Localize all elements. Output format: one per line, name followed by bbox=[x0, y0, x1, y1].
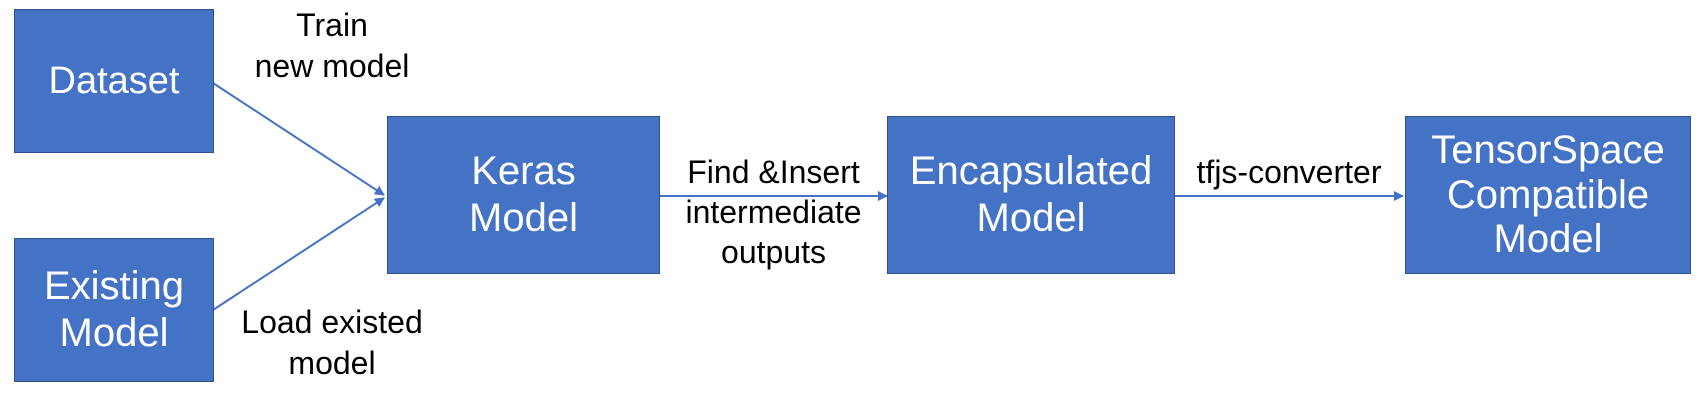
converter-label-line-1: tfjs-converter bbox=[1196, 154, 1382, 190]
load-label-line-1: Load existed bbox=[241, 304, 423, 340]
keras-model-label-line-2: Model bbox=[469, 196, 578, 240]
encapsulated-model-box: Encapsulated Model bbox=[887, 116, 1175, 274]
find-insert-label-line-2: intermediate bbox=[685, 194, 862, 230]
arrow-dataset-to-keras bbox=[212, 82, 385, 196]
tensorspace-model-label-line-2: Compatible bbox=[1446, 172, 1650, 217]
arrow-existing-to-keras bbox=[212, 197, 385, 311]
existing-model-label-line-1: Existing bbox=[43, 263, 185, 308]
existing-model-box: Existing Model bbox=[14, 238, 214, 382]
tensorspace-model-label-line-1: TensorSpace bbox=[1431, 127, 1665, 172]
tensorspace-model-label-line-3: Model bbox=[1493, 217, 1603, 262]
keras-model-label-line-1: Keras bbox=[471, 148, 576, 193]
train-new-model-label: Train new model bbox=[232, 5, 432, 87]
keras-model-box: Keras Model bbox=[387, 116, 660, 274]
tensorspace-model-box: TensorSpace Compatible Model bbox=[1405, 116, 1691, 274]
existing-model-label-line-2: Model bbox=[59, 311, 169, 355]
find-insert-label-line-1: Find &Insert bbox=[687, 154, 860, 190]
find-insert-outputs-label: Find &Insert intermediate outputs bbox=[660, 152, 887, 272]
encapsulated-model-label-line-2: Model bbox=[976, 196, 1086, 240]
encapsulated-model-label-line-1: Encapsulated bbox=[909, 148, 1153, 193]
load-label-line-2: model bbox=[288, 344, 376, 381]
load-existed-model-label: Load existed model bbox=[222, 302, 442, 384]
tfjs-converter-label: tfjs-converter bbox=[1175, 152, 1403, 193]
dataset-box: Dataset bbox=[14, 9, 214, 153]
train-label-line-2: new model bbox=[254, 47, 410, 84]
dataset-label: Dataset bbox=[48, 59, 180, 102]
find-insert-label-line-3: outputs bbox=[721, 234, 826, 270]
train-label-line-1: Train bbox=[296, 7, 368, 43]
